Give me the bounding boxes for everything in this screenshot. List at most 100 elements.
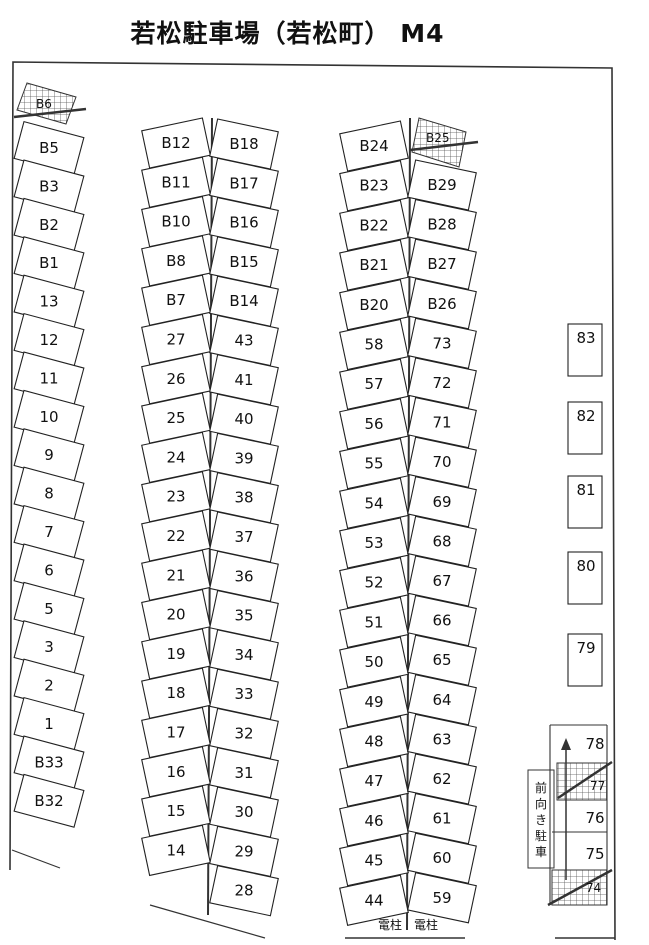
stall-label: 5 (44, 600, 54, 618)
stall-label: 62 (432, 770, 451, 788)
parking-stall: B11 (141, 156, 211, 208)
stall-label: B26 (427, 295, 456, 313)
parking-stall: 32 (209, 707, 279, 760)
parking-stall: 12 (13, 312, 85, 368)
parking-stall: B8 (141, 235, 211, 287)
parking-stall: 55 (339, 437, 409, 490)
stall-label: 6 (44, 561, 54, 579)
stall-label: 40 (234, 410, 253, 428)
parking-stall: 52 (339, 557, 409, 609)
parking-stall: 41 (209, 354, 279, 406)
bottom-curb-left (11, 849, 61, 869)
stall-label: 39 (234, 449, 253, 467)
stall-label: 55 (364, 455, 383, 473)
parking-stall: B15 (209, 236, 279, 288)
divider-line-b (207, 117, 213, 916)
stall-label: 47 (364, 772, 383, 790)
stall-label: 16 (166, 763, 185, 781)
parking-stall: 6 (13, 543, 85, 598)
stall-label: 83 (576, 329, 595, 347)
parking-stall: 58 (339, 318, 409, 371)
stall-label: 68 (432, 532, 451, 550)
pole-labels: 電柱電柱 (378, 917, 438, 932)
parking-stall: B27 (407, 238, 477, 290)
stall-label: 64 (432, 691, 451, 709)
stall-label: 71 (432, 414, 451, 432)
svg-text:前向き駐車: 前向き駐車 (535, 780, 547, 859)
parking-stall: 44 (339, 874, 409, 926)
stall-label: 29 (234, 842, 253, 860)
parking-stall: 62 (407, 753, 477, 805)
stall-label: B20 (359, 296, 388, 314)
parking-stall: 50 (339, 636, 409, 688)
parking-stall: 16 (141, 746, 211, 798)
stall-label: B22 (359, 216, 388, 234)
no-parking-area-top-center: B25 (409, 117, 479, 168)
stall-label: B21 (359, 256, 388, 274)
stall-label: 27 (166, 331, 185, 349)
parking-stall: 13 (13, 274, 85, 329)
parking-stall: 23 (141, 471, 211, 523)
parking-stall: 53 (339, 517, 409, 569)
parking-stall: B2 (13, 197, 85, 252)
parking-stall: 31 (209, 747, 279, 799)
parking-stall: 81 (567, 475, 603, 529)
stall-label: 48 (364, 733, 383, 751)
stall-label: 76 (585, 809, 604, 827)
parking-stall: 19 (141, 628, 211, 680)
stall-label: 35 (234, 607, 253, 625)
stall-label: 66 (432, 612, 451, 630)
stall-label: B18 (229, 135, 258, 153)
svg-text:B25: B25 (426, 131, 450, 145)
parking-stall: 51 (339, 596, 409, 649)
stall-label: 73 (432, 334, 451, 352)
parking-stall: 46 (339, 795, 409, 847)
stall-label: 70 (432, 453, 451, 471)
stall-label: B28 (427, 216, 456, 234)
stall-label: B10 (161, 213, 190, 231)
stall-label: 75 (585, 845, 604, 863)
stall-label: 36 (234, 567, 253, 585)
stall-label: 49 (364, 693, 383, 711)
stall-label: 82 (576, 407, 595, 425)
no-parking-area-bottom-right-2: 74 (547, 868, 613, 907)
parking-stall: 28 (209, 865, 279, 917)
stall-label: B33 (34, 753, 63, 771)
stall-label: B27 (427, 255, 456, 273)
parking-stall: 67 (407, 555, 477, 607)
stall-label: 59 (432, 889, 451, 907)
parking-stall: 30 (209, 786, 279, 838)
parking-stall: 63 (407, 713, 477, 766)
parking-stall: 18 (141, 667, 211, 719)
stall-label: 80 (576, 557, 595, 575)
stall-label: 22 (166, 527, 185, 545)
parking-stall: 82 (567, 401, 603, 455)
divider-line-c (406, 117, 411, 931)
parking-stall: 72 (407, 357, 477, 409)
parking-stall: B20 (339, 279, 409, 331)
parking-stall: 22 (141, 510, 211, 562)
parking-stall: 79 (567, 633, 603, 687)
parking-stall: B21 (339, 239, 409, 291)
page-title: 若松駐車場（若松町） M4 (130, 19, 445, 48)
stall-label: 43 (234, 332, 253, 350)
stall-label: 51 (364, 613, 383, 631)
parking-stall: 34 (209, 629, 279, 681)
parking-stall: B1 (13, 236, 85, 291)
stall-label: 11 (39, 369, 58, 387)
stall-label: 33 (234, 685, 253, 703)
stall-label: 8 (44, 485, 54, 503)
parking-stall: 61 (407, 792, 477, 845)
parking-stall: 14 (141, 824, 211, 877)
stall-label: 14 (166, 841, 185, 859)
stall-label: 23 (166, 488, 185, 506)
parking-stall: 39 (209, 432, 279, 485)
pole-label: 電柱 (378, 917, 402, 932)
stall-label: B1 (39, 254, 59, 272)
parking-stall: 15 (141, 785, 211, 837)
stall-label: B29 (427, 176, 456, 194)
parking-stall: 57 (339, 358, 409, 410)
parking-stall: B26 (407, 278, 477, 330)
no-parking-area-top-left: B6 (13, 82, 87, 125)
